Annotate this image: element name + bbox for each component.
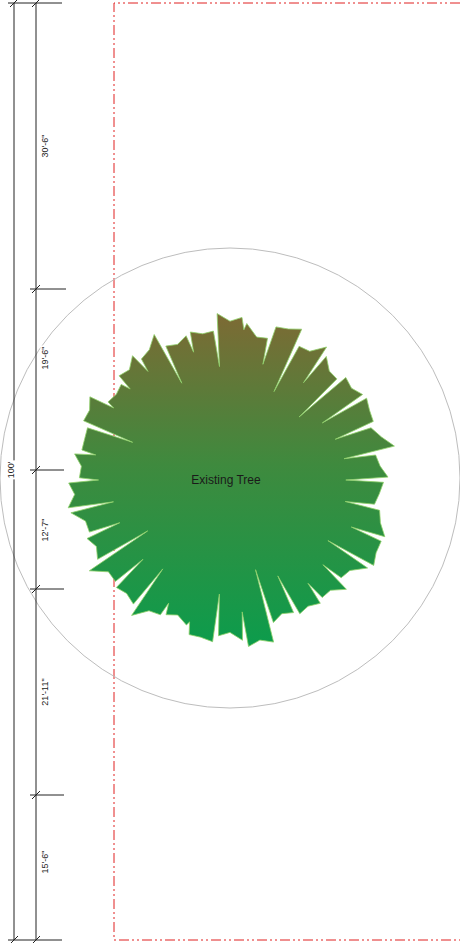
tree-label: Existing Tree bbox=[191, 473, 260, 487]
dimension-lines bbox=[8, 0, 66, 943]
dimension-label: 21'-11" bbox=[40, 677, 50, 706]
dimension-label: 100' bbox=[6, 461, 16, 480]
tree-canopy bbox=[68, 314, 394, 647]
dimension-label: 12'-7" bbox=[40, 518, 50, 543]
dimension-label: 19'-6" bbox=[40, 346, 50, 371]
dimension-label: 15'-6" bbox=[40, 850, 50, 875]
canopy-circle bbox=[0, 248, 460, 708]
dimension-label: 30'-6" bbox=[40, 134, 50, 159]
tree-node: Existing Tree bbox=[191, 473, 260, 487]
